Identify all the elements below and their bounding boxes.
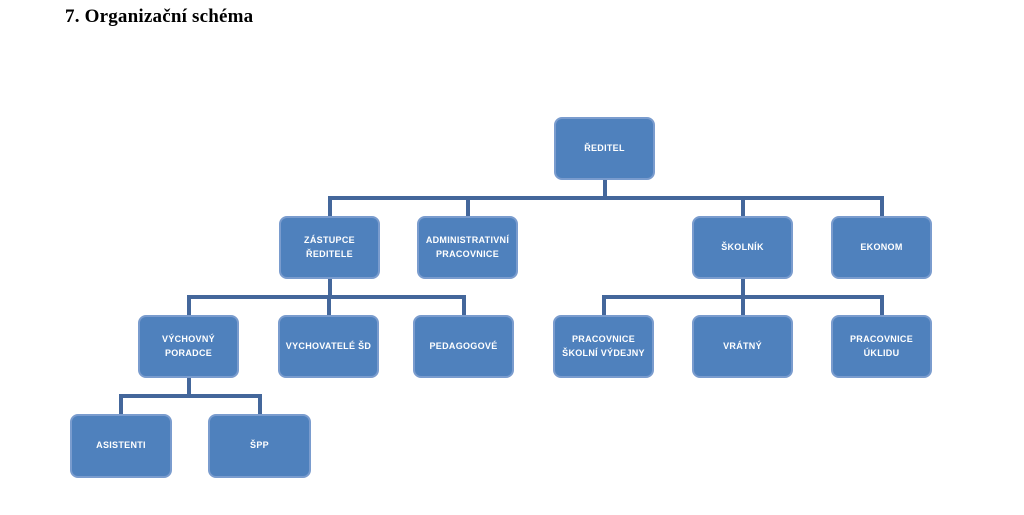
- connector-skolnik-to-pracovnice-uklidu: [880, 295, 884, 315]
- connector-zastupce-reditele-stem: [328, 279, 332, 299]
- org-node-zastupce-reditele: ZÁSTUPCE ŘEDITELE: [279, 216, 380, 279]
- connector-vychovny-poradce-stem: [187, 378, 191, 398]
- connector-reditel-to-ekonom: [880, 196, 884, 216]
- connector-skolnik-to-vratny: [741, 295, 745, 315]
- org-node-pracovnice-uklidu: PRACOVNICE ÚKLIDU: [831, 315, 932, 378]
- connector-zastupce-reditele-to-pedagogove: [462, 295, 466, 315]
- org-node-reditel: ŘEDITEL: [554, 117, 655, 180]
- connector-zastupce-reditele-to-vychovny-poradce: [187, 295, 191, 315]
- org-node-vychovatele-sd: VYCHOVATELÉ ŠD: [278, 315, 379, 378]
- org-node-skolnik: ŠKOLNÍK: [692, 216, 793, 279]
- connector-vychovny-poradce-to-spp: [258, 394, 262, 414]
- page-title: 7. Organizační schéma: [65, 6, 254, 27]
- connector-reditel-bar: [328, 196, 884, 200]
- connector-reditel-stem: [603, 180, 607, 200]
- connector-reditel-to-skolnik: [741, 196, 745, 216]
- org-node-asistenti: ASISTENTI: [70, 414, 172, 478]
- org-node-ekonom: EKONOM: [831, 216, 932, 279]
- org-node-pracovnice-skolni-vydejny: PRACOVNICE ŠKOLNÍ VÝDEJNY: [553, 315, 654, 378]
- org-node-vratny: VRÁTNÝ: [692, 315, 793, 378]
- connector-zastupce-reditele-to-vychovatele-sd: [327, 295, 331, 315]
- org-node-administrativni-pracovnice: ADMINISTRATIVNÍ PRACOVNICE: [417, 216, 518, 279]
- connector-skolnik-to-pracovnice-skolni-vydejny: [602, 295, 606, 315]
- connector-skolnik-stem: [741, 279, 745, 299]
- connector-vychovny-poradce-to-asistenti: [119, 394, 123, 414]
- org-node-vychovny-poradce: VÝCHOVNÝ PORADCE: [138, 315, 239, 378]
- org-node-pedagogove: PEDAGOGOVÉ: [413, 315, 514, 378]
- connector-reditel-to-zastupce-reditele: [328, 196, 332, 216]
- connector-vychovny-poradce-bar: [119, 394, 262, 398]
- connector-reditel-to-administrativni-pracovnice: [466, 196, 470, 216]
- org-node-spp: ŠPP: [208, 414, 311, 478]
- connector-zastupce-reditele-bar: [187, 295, 466, 299]
